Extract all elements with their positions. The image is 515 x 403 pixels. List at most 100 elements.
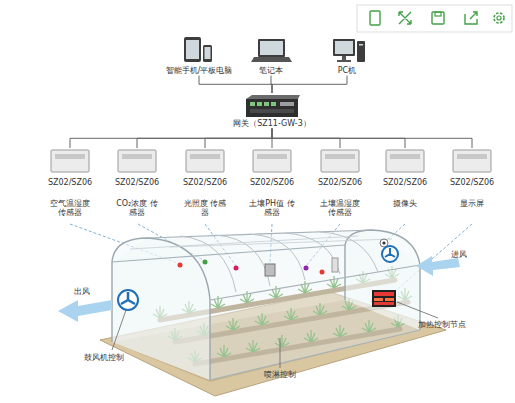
roof-sensor <box>304 266 309 271</box>
toolbar <box>465 12 477 24</box>
display-panel <box>372 290 396 307</box>
gateway-icon <box>271 102 276 106</box>
node-label: SZ02/SZ06 <box>373 178 437 188</box>
module-node: SZ02/SZ06 显示屏 <box>440 148 504 208</box>
module-node: SZ02/SZ06 土壤温湿度 传感器 <box>308 148 372 218</box>
display-panel <box>372 290 396 307</box>
module-icon <box>457 154 487 159</box>
sensor-label: 土壤PH值 传感器 <box>248 199 296 218</box>
module-icon <box>253 150 291 172</box>
gateway-icon <box>250 102 255 106</box>
greenhouse-cover <box>345 230 420 330</box>
fan <box>382 246 398 262</box>
tablet-phone-icon <box>186 40 199 59</box>
roof-sensor <box>234 266 239 271</box>
module-node: SZ02/SZ06 空气温湿度 传感器 <box>38 148 102 218</box>
greenhouse-cover <box>112 238 210 380</box>
node-label: PC机 <box>319 66 375 76</box>
bus-line <box>205 129 272 148</box>
pc-icon <box>357 41 365 62</box>
node-label: SZ02/SZ06 <box>38 178 102 188</box>
gateway-node: 网关（SZ11-GW-3） <box>217 93 327 129</box>
sensor-label: 土壤温湿度 传感器 <box>316 199 364 218</box>
display-panel <box>374 298 383 301</box>
greenhouse-cover <box>112 230 420 380</box>
fan <box>121 292 135 304</box>
callout-label: 鼓风机控制 <box>84 353 124 363</box>
node-label: 智能手机/平板电脑 <box>156 66 242 76</box>
gateway-icon <box>257 102 262 106</box>
node-label: SZ02/SZ06 <box>173 178 237 188</box>
airflow-arrow <box>58 300 112 322</box>
module-node: SZ02/SZ06 土壤PH值 传感器 <box>240 148 304 218</box>
toolbar <box>497 16 501 20</box>
node-label: SZ02/SZ06 <box>440 178 504 188</box>
toolbar <box>370 11 380 25</box>
module-icon <box>386 150 424 172</box>
fan <box>118 290 138 310</box>
tablet-phone-icon <box>203 45 212 62</box>
module-icon <box>51 150 491 172</box>
roof-sensor <box>178 239 389 276</box>
sensor-label: 摄像头 <box>381 199 429 209</box>
callout-label: 进风 <box>451 250 467 260</box>
node-label: SZ02/SZ06 <box>308 178 372 188</box>
tablet-phone-icon <box>184 37 212 62</box>
module-node: SZ02/SZ06 摄像头 <box>373 148 437 208</box>
toolbar <box>399 12 411 24</box>
laptop-icon <box>260 41 283 55</box>
roof-sensor <box>178 263 183 268</box>
pc-icon <box>333 39 355 56</box>
callout-leader <box>112 302 438 368</box>
bus-line <box>70 129 272 148</box>
bus-line <box>199 76 272 93</box>
module-icon <box>321 150 359 172</box>
callout-leader <box>397 302 438 318</box>
callout-label: 出风 <box>74 287 90 297</box>
toolbar <box>435 12 441 16</box>
toolbar <box>357 5 512 32</box>
roof-sensor <box>265 264 275 276</box>
sensor-label: 空气温湿度 传感器 <box>46 199 94 218</box>
greenhouse-cover <box>130 236 392 249</box>
pc-icon <box>337 60 351 62</box>
roof-sensor <box>203 260 208 265</box>
pc-icon <box>342 56 346 60</box>
fan <box>118 246 398 310</box>
module-icon <box>186 150 224 172</box>
roof-sensor <box>332 258 338 272</box>
callout-label: 喷淋控制 <box>264 370 296 380</box>
module-icon <box>122 154 152 159</box>
laptop-icon <box>258 39 285 57</box>
bus-line <box>272 129 472 148</box>
gateway-icon <box>246 95 300 99</box>
display-panel <box>374 292 394 296</box>
sensor-label: CO₂浓度 传感器 <box>113 199 161 218</box>
greenhouse-cover <box>112 230 420 380</box>
pc-icon <box>335 41 353 54</box>
node-label: SZ02/SZ06 <box>105 178 169 188</box>
callout-leader <box>112 310 126 350</box>
laptop-icon <box>251 39 292 62</box>
roof-sensor <box>320 270 325 275</box>
node-label: SZ02/SZ06 <box>240 178 304 188</box>
module-node: SZ02/SZ06 光照度 传感器 <box>173 148 237 218</box>
gateway-icon <box>250 109 294 113</box>
gateway-icon <box>264 102 269 106</box>
sensor-label: 光照度 传感器 <box>181 199 229 218</box>
airflow-arrow <box>58 256 460 322</box>
tablet-phone-icon <box>184 37 201 62</box>
device-node: 智能手机/平板电脑 <box>156 36 242 76</box>
greenhouse-cover <box>180 232 378 292</box>
toolbar <box>494 13 504 23</box>
module-icon <box>390 154 420 159</box>
bus-line <box>272 76 347 93</box>
callout-label: 加热控制节点 <box>418 320 466 330</box>
bus-line <box>137 129 272 148</box>
display-panel <box>374 302 394 305</box>
device-node: PC机 <box>319 36 375 76</box>
pc-icon <box>333 39 365 62</box>
module-icon <box>325 154 355 159</box>
callout-leader <box>280 338 281 368</box>
sensor-label: 显示屏 <box>448 199 496 209</box>
